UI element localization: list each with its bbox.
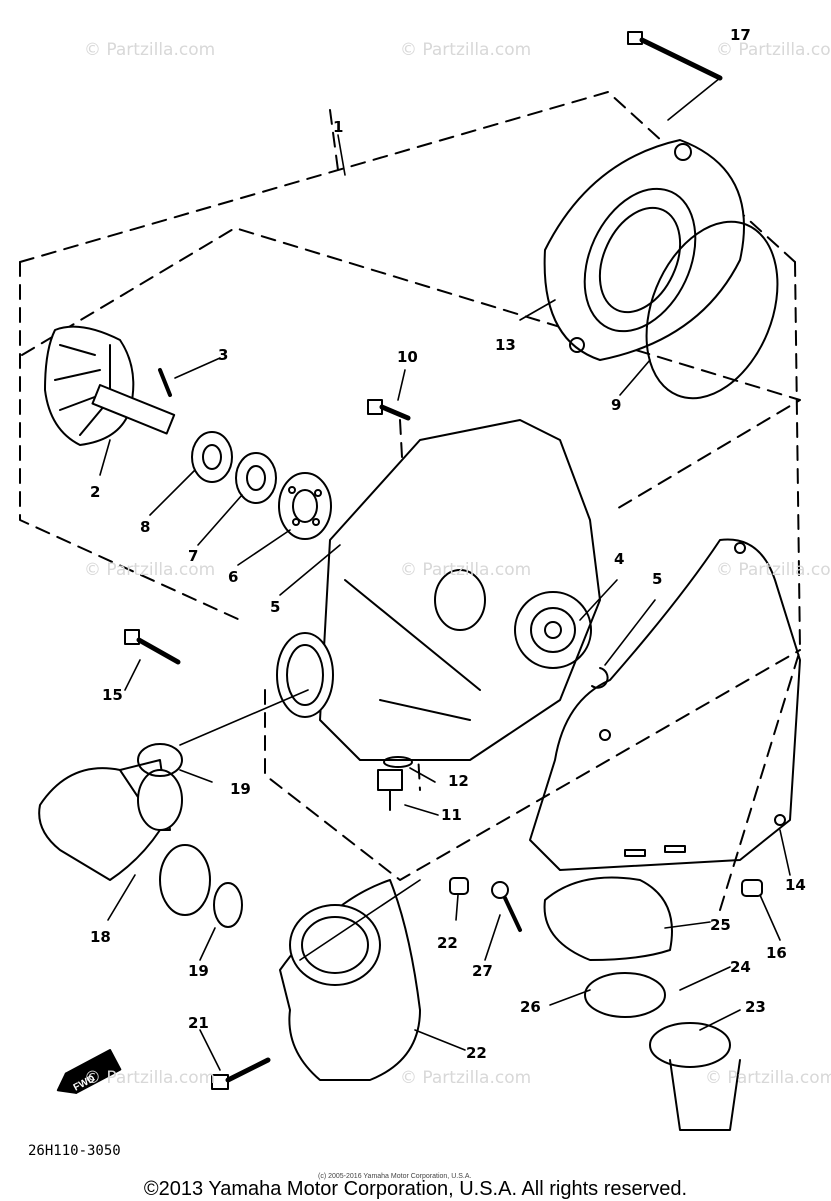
watermark: © Partzilla.com	[84, 40, 216, 60]
watermark: © Partzilla.com	[84, 1068, 216, 1088]
thermostat-housing-drawing	[279, 879, 421, 1081]
pin-drawing	[158, 368, 172, 397]
callout-24: 24	[730, 958, 751, 976]
copyright-line: ©2013 Yamaha Motor Corporation, U.S.A. A…	[143, 1178, 688, 1200]
watermark: © Partzilla.com	[84, 560, 216, 580]
drawing-code: 26H110-3050	[28, 1143, 121, 1159]
watermark: © Partzilla.com	[400, 560, 532, 580]
watermark: © Partzilla.com	[400, 40, 532, 60]
nut-22-drawing	[449, 877, 469, 895]
thermostat-drawing	[649, 1022, 741, 1131]
callout-17: 17	[730, 26, 751, 44]
o-ring-large-drawing	[645, 220, 779, 400]
watermark: © Partzilla.com	[705, 1068, 831, 1088]
gasket-drawing	[529, 538, 801, 871]
callout-22: 22	[466, 1044, 487, 1062]
front-marker	[56, 1049, 122, 1094]
leader-lines	[99, 77, 791, 1071]
callout-25: 25	[710, 916, 731, 934]
cover-drawing	[543, 139, 745, 361]
bolt-10-drawing	[367, 399, 411, 421]
callout-13: 13	[495, 336, 516, 354]
callout-18: 18	[90, 928, 111, 946]
callout-19: 19	[230, 780, 251, 798]
callout-23: 23	[745, 998, 766, 1016]
bearing-large-drawing	[278, 472, 332, 540]
impeller-drawing	[44, 325, 176, 446]
callout-26: 26	[520, 998, 541, 1016]
callout-14: 14	[785, 876, 806, 894]
callout-11: 11	[441, 806, 462, 824]
callout-21: 21	[188, 1014, 209, 1032]
pump-housing-drawing	[276, 419, 601, 761]
washer-12-drawing	[383, 756, 413, 768]
callout-5: 5	[270, 598, 281, 616]
screw-27-drawing	[491, 881, 522, 932]
o-ring-19a-drawing	[137, 743, 183, 777]
callout-27: 27	[472, 962, 493, 980]
callout-15: 15	[102, 686, 123, 704]
callout-8: 8	[140, 518, 151, 536]
watermark: © Partzilla.com	[716, 40, 831, 60]
callout-16: 16	[766, 944, 787, 962]
callout-4: 4	[614, 550, 625, 568]
o-ring-19b-drawing	[213, 882, 243, 928]
callout-5: 5	[652, 570, 663, 588]
callout-9: 9	[611, 396, 622, 414]
bearing-small-drawing	[235, 452, 277, 504]
drain-bolt-drawing	[377, 769, 403, 811]
dowel-16-drawing	[741, 879, 763, 897]
callout-19: 19	[188, 962, 209, 980]
callout-3: 3	[218, 346, 229, 364]
callout-2: 2	[90, 483, 101, 501]
callout-12: 12	[448, 772, 469, 790]
bolt-21-drawing	[211, 1057, 271, 1090]
water-pipe-drawing	[38, 759, 211, 916]
callout-1: 1	[333, 118, 344, 136]
small-credit: (c) 2005-2016 Yamaha Motor Corporation, …	[318, 1173, 472, 1180]
bolt-15-drawing	[124, 629, 181, 665]
seal-drawing	[191, 431, 233, 483]
watermark: © Partzilla.com	[716, 560, 831, 580]
callout-7: 7	[188, 547, 199, 565]
bolt-17-drawing	[627, 31, 723, 81]
callout-22: 22	[437, 934, 458, 952]
watermark: © Partzilla.com	[400, 1068, 532, 1088]
thermostat-cover-drawing	[543, 876, 673, 1018]
callout-6: 6	[228, 568, 239, 586]
callout-10: 10	[397, 348, 418, 366]
